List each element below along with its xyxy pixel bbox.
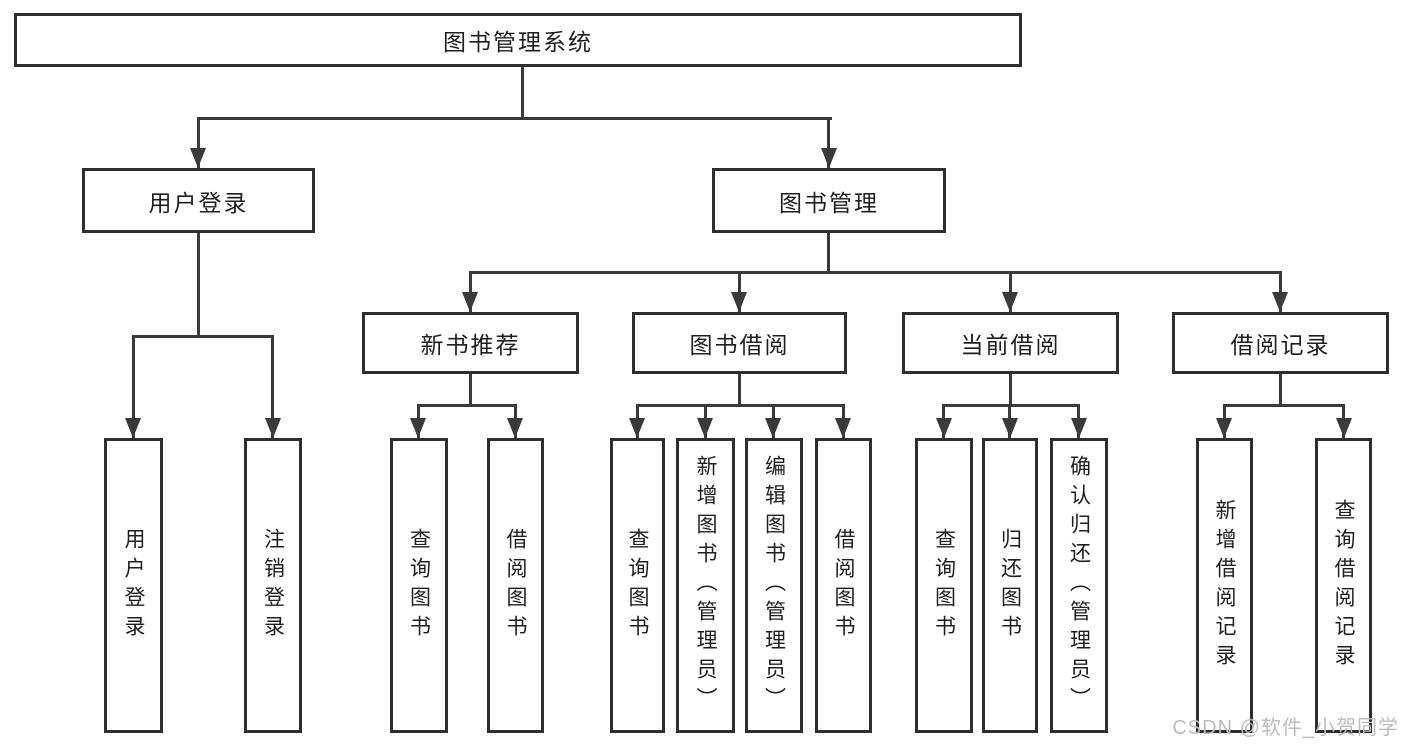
connector-recommend-drop	[469, 374, 472, 404]
leaf-borrow-borrow-books-label: 借阅图书	[832, 527, 855, 644]
leaf-user-login-label: 用户登录	[122, 527, 145, 644]
arrow-borrow	[731, 292, 747, 312]
arrow-cur-query	[936, 418, 952, 438]
leaf-borrow-query-books-label: 查询图书	[626, 527, 649, 644]
arrow-rec-query	[410, 418, 426, 438]
connector-stem-login	[132, 335, 135, 438]
arrow-recd-add	[1216, 418, 1232, 438]
connector-stem-current	[1009, 271, 1012, 312]
leaf-records-query-record: 查询借阅记录	[1315, 438, 1372, 733]
leaf-current-query-books: 查询图书	[915, 438, 973, 733]
connector-root-drop	[521, 67, 524, 117]
leaf-borrow-edit-books-admin-label: 编辑图书（管理员）	[762, 455, 786, 716]
arrow-recd-query	[1336, 418, 1352, 438]
connector-current-drop	[1009, 374, 1012, 404]
arrow-cur-confirm	[1071, 418, 1087, 438]
leaf-borrow-add-books-admin: 新增图书（管理员）	[676, 438, 735, 733]
arrow-user-login	[190, 148, 206, 168]
arrow-book-mgmt	[821, 148, 837, 168]
arrow-current	[1002, 292, 1018, 312]
node-root: 图书管理系统	[14, 13, 1022, 67]
leaf-current-confirm-return-admin: 确认归还（管理员）	[1050, 438, 1108, 733]
connector-borrow-drop	[738, 374, 741, 404]
leaf-records-add-record-label: 新增借阅记录	[1213, 498, 1236, 673]
node-current-borrow: 当前借阅	[902, 312, 1119, 374]
node-borrow-records: 借阅记录	[1172, 312, 1389, 374]
connector-records-rail	[1223, 404, 1345, 407]
arrow-bor-query	[629, 418, 645, 438]
connector-stem-recommend	[469, 271, 472, 312]
node-new-book-recommend: 新书推荐	[362, 312, 579, 374]
connector-level2-rail	[198, 117, 832, 120]
arrow-bor-edit	[765, 418, 781, 438]
arrow-login	[125, 418, 141, 438]
leaf-records-add-record: 新增借阅记录	[1196, 438, 1253, 733]
connector-user-rail	[132, 335, 274, 338]
leaf-recommend-query-books-label: 查询图书	[407, 527, 431, 644]
leaf-recommend-query-books: 查询图书	[390, 438, 448, 733]
leaf-logout-label: 注销登录	[261, 527, 285, 644]
connector-stem-borrow	[738, 271, 741, 312]
connector-level3-rail	[469, 271, 1282, 274]
node-book-management: 图书管理	[712, 168, 946, 233]
connector-stem-logout	[271, 335, 274, 438]
leaf-current-confirm-return-admin-label: 确认归还（管理员）	[1067, 455, 1091, 716]
connector-current-rail	[942, 404, 1080, 407]
leaf-recommend-borrow-books: 借阅图书	[487, 438, 544, 733]
connector-stem-user-login	[197, 117, 200, 168]
watermark-text: CSDN @软件_小贺同学	[1172, 717, 1399, 739]
node-user-login: 用户登录	[82, 168, 315, 233]
connector-stem-records	[1279, 271, 1282, 312]
leaf-logout: 注销登录	[244, 438, 302, 733]
connector-stem-book-mgmt	[827, 117, 830, 168]
leaf-user-login: 用户登录	[104, 438, 163, 733]
arrow-bor-add	[697, 418, 713, 438]
node-book-borrow: 图书借阅	[632, 312, 847, 374]
leaf-borrow-add-books-admin-label: 新增图书（管理员）	[694, 455, 717, 716]
leaf-current-return-books: 归还图书	[982, 438, 1038, 733]
leaf-records-query-record-label: 查询借阅记录	[1332, 498, 1355, 673]
connector-borrow-rail	[636, 404, 844, 407]
connector-recommend-rail	[417, 404, 517, 407]
leaf-recommend-borrow-books-label: 借阅图书	[504, 527, 527, 644]
arrow-records	[1272, 292, 1288, 312]
connector-mgmt-drop	[827, 233, 830, 271]
connector-user-drop	[197, 233, 200, 335]
leaf-borrow-borrow-books: 借阅图书	[815, 438, 872, 733]
arrow-bor-borrow	[835, 418, 851, 438]
arrow-rec-borrow	[507, 418, 523, 438]
arrow-recommend	[462, 292, 478, 312]
leaf-current-query-books-label: 查询图书	[932, 527, 956, 644]
arrow-cur-return	[1002, 418, 1018, 438]
arrow-logout	[265, 418, 281, 438]
leaf-borrow-edit-books-admin: 编辑图书（管理员）	[745, 438, 803, 733]
connector-records-drop	[1279, 374, 1282, 404]
leaf-current-return-books-label: 归还图书	[998, 527, 1022, 644]
leaf-borrow-query-books: 查询图书	[610, 438, 665, 733]
